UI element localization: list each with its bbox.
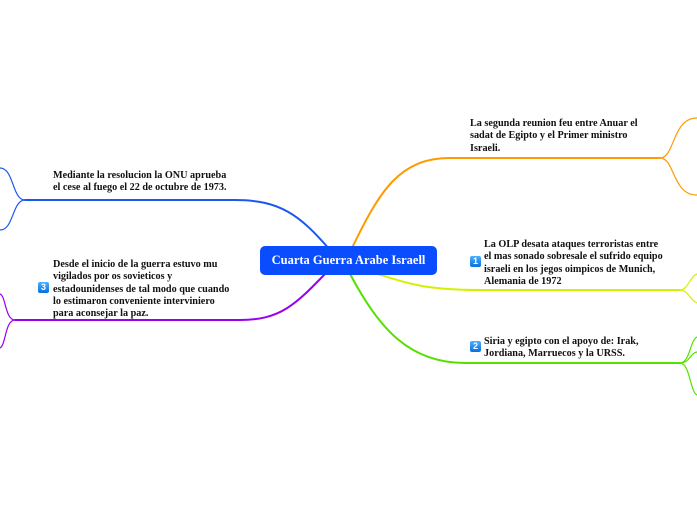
topic-siria-egipto[interactable]: Siria y egipto con el apoyo de: Irak, Jo… [484, 336, 639, 360]
priority-3-icon: 3 [38, 282, 49, 293]
priority-1-icon: 1 [470, 256, 481, 267]
connector-yellow-sub [679, 273, 697, 304]
connector-purple [14, 273, 326, 321]
connector-green-sub [679, 336, 697, 396]
connector-green [349, 273, 681, 364]
priority-2-icon: 2 [470, 341, 481, 352]
topic-segunda-reunion[interactable]: La segunda reunion feu entre Anuar el sa… [470, 118, 638, 154]
topic-onu-ceasefire[interactable]: Mediante la resolucion la ONU aprueba el… [53, 170, 227, 194]
connector-purple-sub [0, 293, 16, 349]
connector-orange-sub [659, 117, 697, 196]
connector-blue [24, 199, 331, 251]
connector-orange [351, 157, 661, 249]
connector-blue-sub [0, 167, 26, 231]
central-topic[interactable]: Cuarta Guerra Arabe Israell [260, 246, 437, 275]
topic-vigilancia[interactable]: Desde el inicio de la guerra estuvo mu v… [53, 259, 230, 320]
topic-olp-ataques[interactable]: La OLP desata ataques terroristas entre … [484, 239, 663, 287]
connector-yellow [371, 271, 681, 291]
